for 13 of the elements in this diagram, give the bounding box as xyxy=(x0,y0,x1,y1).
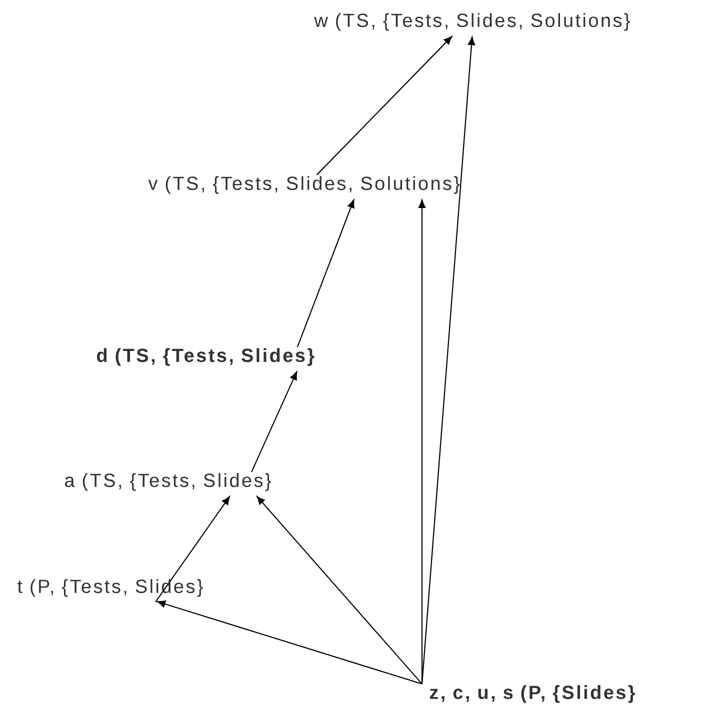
node-label: v (TS, {Tests, Slides, Solutions} xyxy=(148,176,460,194)
arrow xyxy=(251,371,298,472)
arrow xyxy=(156,600,422,684)
arrow xyxy=(296,200,354,348)
arrow xyxy=(256,496,422,684)
node-label: z, c, u, s (P, {Slides} xyxy=(430,685,636,703)
arrow xyxy=(421,36,476,684)
arrow xyxy=(316,36,452,176)
arrow xyxy=(418,200,426,684)
node-label: w (TS, {Tests, Slides, Solutions} xyxy=(314,13,630,31)
node-label: a (TS, {Tests, Slides} xyxy=(65,473,271,491)
node-label: d (TS, {Tests, Slides} xyxy=(97,348,314,366)
arrow xyxy=(155,496,230,602)
